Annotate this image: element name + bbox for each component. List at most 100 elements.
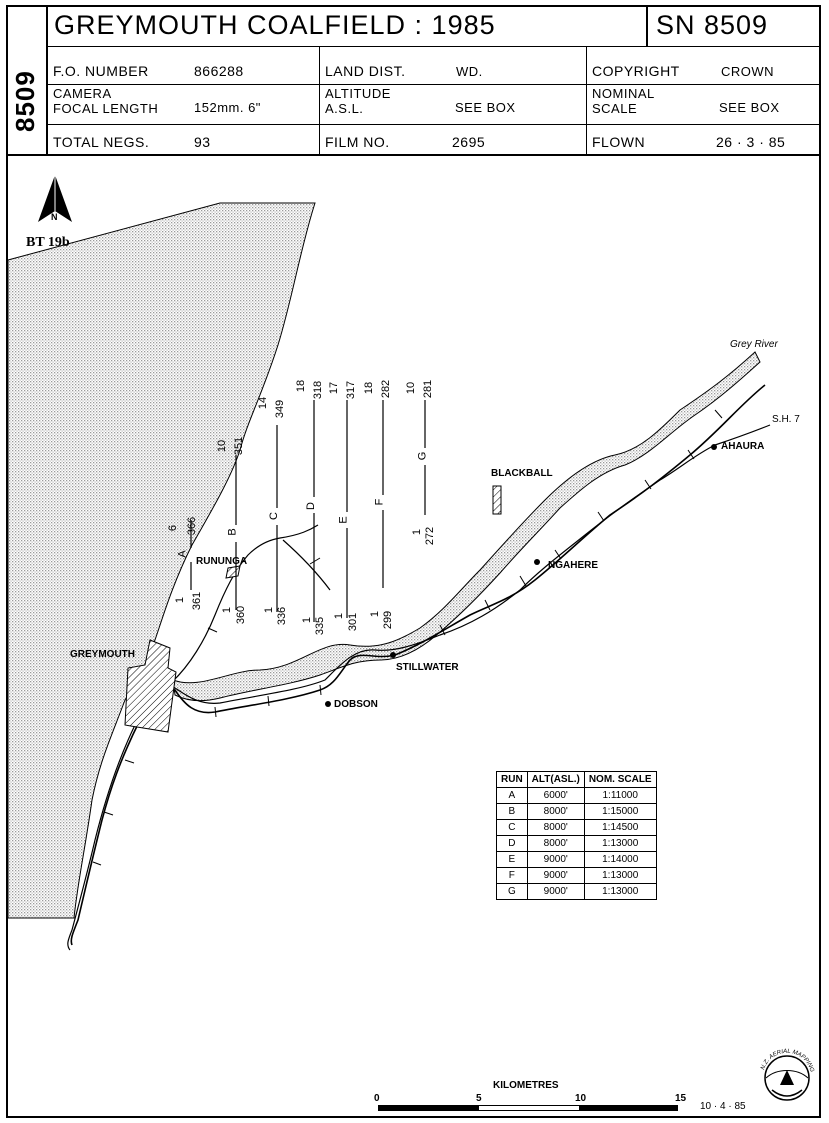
greymouth-town	[124, 639, 177, 733]
place-ngahere: NGAHERE	[548, 560, 599, 571]
flown-label: FLOWN	[592, 134, 646, 150]
scale-seg-2	[479, 1106, 579, 1110]
cell: 1:11000	[583, 787, 657, 804]
fo-number-value: 866288	[194, 63, 244, 79]
state-highway-7	[67, 424, 771, 951]
cell: 1:15000	[583, 803, 657, 820]
run-g-last: 272	[424, 526, 437, 546]
north-letter: N	[51, 212, 58, 222]
altitude-label-2: A.S.L.	[325, 101, 364, 116]
run-b-first: 1	[221, 606, 234, 614]
nominal-label-2: SCALE	[592, 101, 638, 116]
flight-runs	[190, 400, 426, 622]
grey-river	[172, 351, 761, 702]
map-ref-code: BT 19b	[26, 235, 70, 250]
run-d-last: 335	[314, 616, 327, 636]
scale-tick-0: 0	[374, 1093, 380, 1104]
camera-label-2: FOCAL LENGTH	[53, 101, 159, 116]
cell: E	[496, 851, 528, 868]
run-b-start: 10	[216, 439, 229, 453]
cell: 8000'	[526, 835, 585, 852]
total-negs-label: TOTAL NEGS.	[53, 134, 150, 150]
run-c-end-top: 349	[274, 399, 287, 419]
place-greymouth: GREYMOUTH	[70, 649, 135, 660]
run-a-start: 6	[167, 524, 180, 532]
run-e-letter: E	[337, 516, 350, 524]
run-c-letter: C	[267, 512, 280, 520]
cell: 1:14500	[583, 819, 657, 836]
runanga-road	[171, 524, 319, 683]
header-row1-rule	[46, 46, 821, 47]
map-frame	[6, 5, 821, 1118]
land-dist-label: LAND DIST.	[325, 63, 406, 79]
run-c-start: 14	[257, 396, 270, 410]
scale-title: KILOMETRES	[493, 1080, 559, 1091]
cell: 9000'	[526, 883, 585, 900]
place-dobson: DOBSON	[334, 699, 378, 710]
run-g-letter: G	[416, 451, 429, 461]
run-b-letter: B	[226, 528, 239, 536]
cell: 1:14000	[583, 851, 657, 868]
scale-tick-15: 15	[675, 1093, 687, 1104]
svg-text:N.Z. AERIAL MAPPING: N.Z. AERIAL MAPPING	[760, 1049, 814, 1073]
place-sh7: S.H. 7	[772, 414, 800, 425]
run-d-end-top: 318	[312, 380, 325, 400]
cell: 8000'	[526, 803, 585, 820]
scale-seg-1	[379, 1106, 479, 1110]
run-col-header: RUN	[496, 771, 528, 788]
run-a-end-top: 366	[186, 516, 199, 536]
land-dist-value: WD.	[456, 64, 483, 79]
cell: 9000'	[526, 867, 585, 884]
fo-number-label: F.O. NUMBER	[53, 63, 149, 79]
header-row3-rule	[46, 124, 821, 125]
cell: F	[496, 867, 528, 884]
scale-col-header: NOM. SCALE	[583, 771, 657, 788]
map-title: GREYMOUTH COALFIELD : 1985	[54, 10, 496, 40]
run-g-first: 1	[411, 528, 424, 536]
dobson-dot	[325, 701, 331, 707]
run-g-end-top: 281	[422, 379, 435, 399]
run-e-last: 301	[347, 612, 360, 632]
run-d-first: 1	[301, 616, 314, 624]
scale-bar	[378, 1105, 678, 1111]
cell: 8000'	[526, 819, 585, 836]
footer-date: 10 · 4 · 85	[700, 1101, 746, 1112]
camera-value: 152mm. 6"	[194, 100, 261, 115]
run-f-letter: F	[373, 498, 386, 506]
place-ahaura: AHAURA	[721, 441, 765, 452]
altitude-label-1: ALTITUDE	[325, 86, 391, 101]
total-negs-value: 93	[194, 134, 211, 150]
cell: A	[496, 787, 528, 804]
scale-tick-5: 5	[476, 1093, 482, 1104]
run-d-letter: D	[304, 502, 317, 510]
nominal-value: SEE BOX	[719, 100, 780, 115]
run-b-end-top: 351	[233, 436, 246, 456]
branch-road	[282, 539, 331, 591]
run-f-last: 299	[382, 610, 395, 630]
cell: C	[496, 819, 528, 836]
place-grey-river: Grey River	[730, 339, 778, 350]
place-runanga: RUNUNGA	[196, 556, 248, 567]
run-e-first: 1	[333, 612, 346, 620]
copyright-label: COPYRIGHT	[592, 63, 680, 79]
copyright-value: CROWN	[721, 64, 775, 79]
place-stillwater: STILLWATER	[396, 662, 459, 673]
film-no-value: 2695	[452, 134, 486, 150]
cell: 6000'	[526, 787, 585, 804]
seal-text: N.Z. AERIAL MAPPING	[760, 1049, 814, 1073]
run-a-last: 361	[191, 591, 204, 611]
nominal-label-1: NOMINAL	[592, 86, 655, 101]
ahaura-dot	[711, 444, 717, 450]
blackball-town	[492, 485, 502, 515]
run-table-header: RUN ALT(ASL.) NOM. SCALE	[496, 771, 657, 788]
cell: G	[496, 883, 528, 900]
run-b-last: 360	[235, 605, 248, 625]
cell: D	[496, 835, 528, 852]
header-bottom-rule	[6, 154, 821, 156]
